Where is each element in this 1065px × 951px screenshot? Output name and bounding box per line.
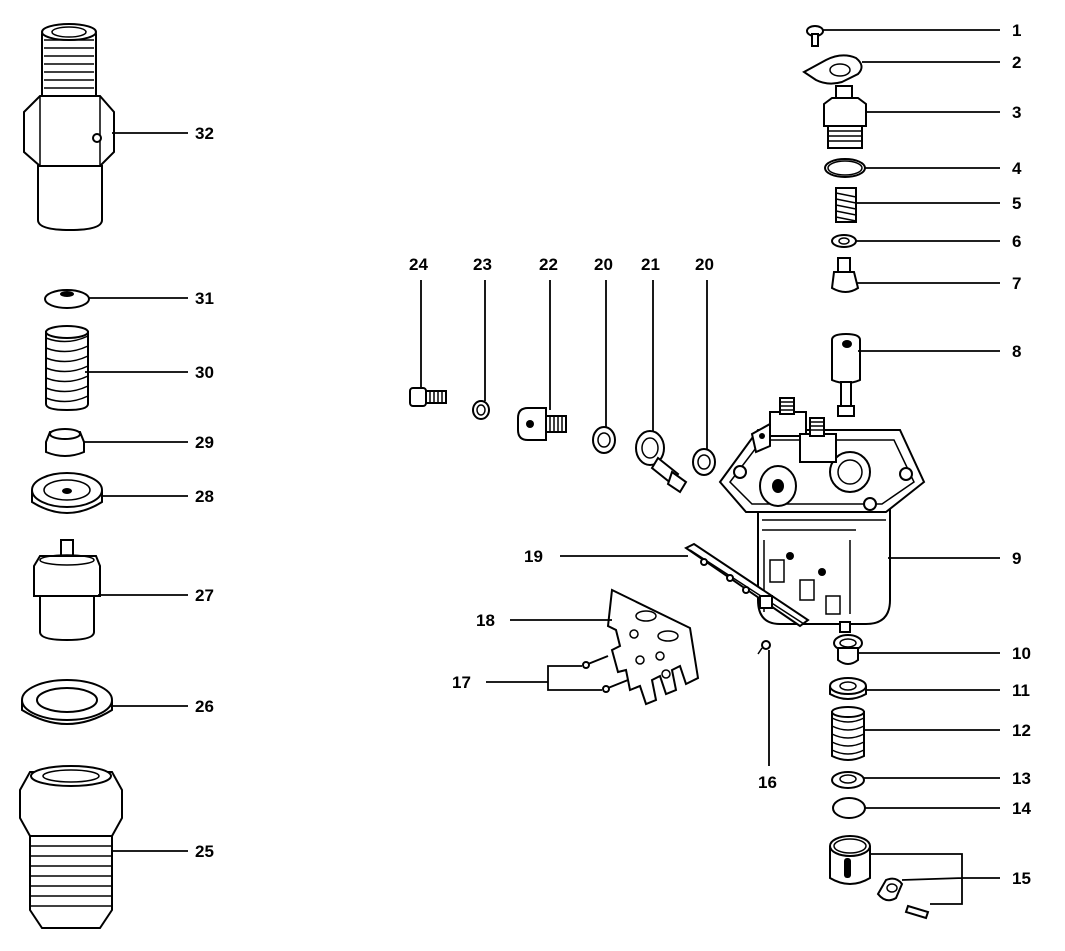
callout-28: 28	[195, 487, 214, 506]
callout-30: 30	[195, 363, 214, 382]
part-16-pin	[757, 640, 771, 655]
part-19-control-rack	[684, 542, 810, 628]
part-26-gasket	[21, 679, 113, 725]
callout-2: 2	[1012, 53, 1021, 72]
callout-26: 26	[195, 697, 214, 716]
part-4-o-ring	[824, 158, 866, 178]
callout-16: 16	[758, 773, 777, 792]
part-15-tappet-assembly	[829, 835, 930, 920]
part-27-nozzle	[33, 539, 101, 642]
part-17-screws	[582, 655, 629, 693]
callout-17: 17	[452, 673, 471, 692]
callout-14: 14	[1012, 799, 1031, 818]
part-8-plunger	[831, 332, 861, 417]
callout-20a: 20	[594, 255, 613, 274]
callout-31: 31	[195, 289, 214, 308]
callout-20b: 20	[695, 255, 714, 274]
part-7-delivery-valve	[830, 257, 860, 293]
callout-32: 32	[195, 124, 214, 143]
part-1-screw	[806, 25, 824, 47]
callout-4: 4	[1012, 159, 1022, 178]
callout-24: 24	[409, 255, 428, 274]
part-23-washer	[472, 400, 490, 420]
part-25-retaining-nut	[19, 765, 123, 929]
callout-11: 11	[1012, 681, 1030, 700]
callout-29: 29	[195, 433, 214, 452]
callout-15: 15	[1012, 869, 1031, 888]
callout-18: 18	[476, 611, 495, 630]
callout-25: 25	[195, 842, 214, 861]
part-30-spring	[45, 325, 89, 412]
callout-7: 7	[1012, 274, 1021, 293]
callout-8: 8	[1012, 342, 1021, 361]
part-3-delivery-valve-holder	[823, 85, 867, 149]
callout-5: 5	[1012, 194, 1021, 213]
callout-1: 1	[1012, 21, 1021, 40]
part-31-shim	[44, 289, 90, 309]
part-10-collar	[833, 634, 863, 665]
part-21-banjo-fitting	[635, 430, 688, 494]
part-11-washer	[829, 677, 867, 700]
part-24-bolt	[409, 387, 447, 407]
part-22-banjo-bolt	[517, 407, 567, 441]
callout-22: 22	[539, 255, 558, 274]
part-32-nozzle-holder	[23, 23, 115, 232]
part-5-valve-spring	[835, 187, 857, 223]
leader-17	[486, 665, 602, 691]
part-29-spring-seat	[45, 428, 85, 457]
part-18-cover-plate	[606, 588, 700, 706]
part-2-lock-plate	[802, 54, 863, 85]
callout-12: 12	[1012, 721, 1031, 740]
callout-6: 6	[1012, 232, 1021, 251]
callout-9: 9	[1012, 549, 1021, 568]
part-9-pump-housing	[718, 397, 926, 633]
leader-15	[870, 853, 1000, 905]
callout-21: 21	[641, 255, 660, 274]
callout-3: 3	[1012, 103, 1021, 122]
part-13-spring-seat	[831, 771, 865, 789]
part-20-washer-a	[592, 426, 616, 454]
part-14-shim	[832, 797, 866, 819]
callout-13: 13	[1012, 769, 1031, 788]
callout-27: 27	[195, 586, 214, 605]
callout-23: 23	[473, 255, 492, 274]
part-12-plunger-spring	[831, 706, 865, 761]
part-28-distance-piece	[31, 472, 103, 514]
callout-19: 19	[524, 547, 543, 566]
part-20-washer-b	[692, 448, 716, 476]
part-6-washer	[831, 234, 857, 248]
callout-10: 10	[1012, 644, 1031, 663]
